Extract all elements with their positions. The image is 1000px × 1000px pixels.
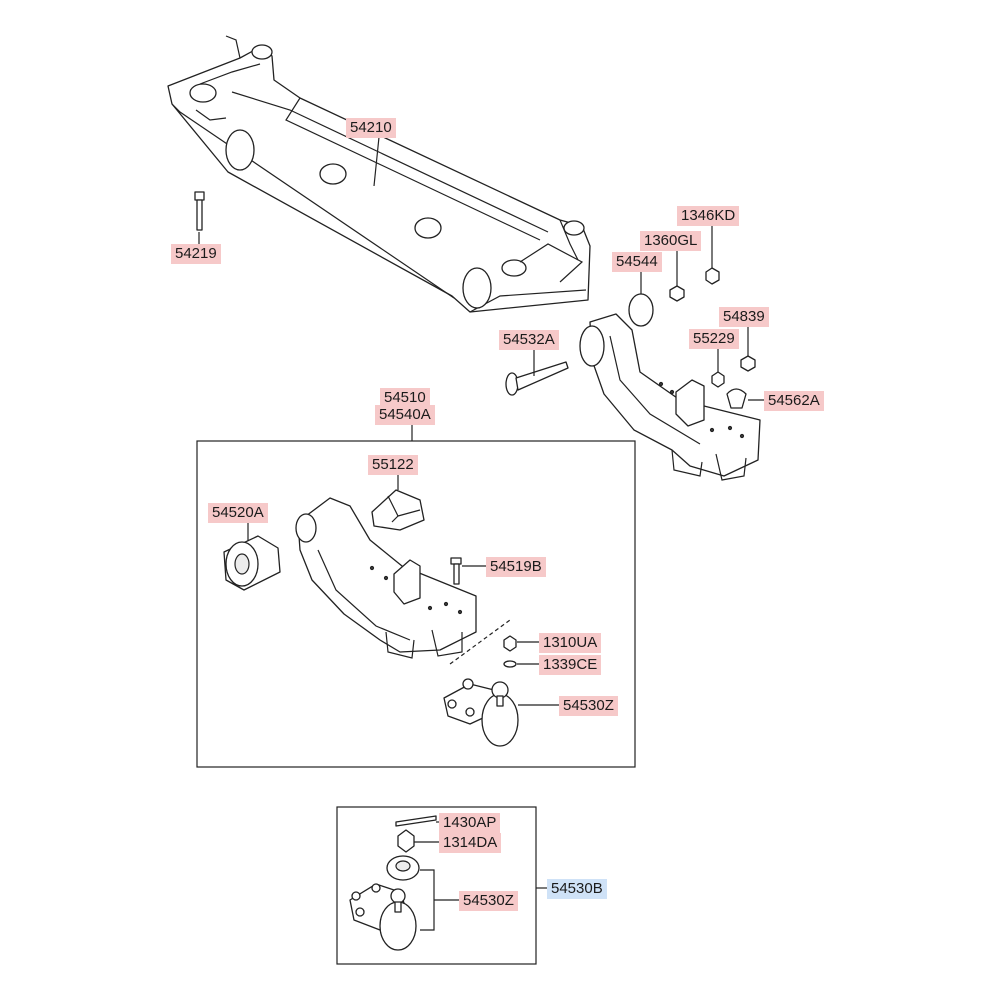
part-label-55122[interactable]: 55122 (368, 455, 418, 475)
part-label-54540A[interactable]: 54540A (375, 405, 435, 425)
part-label-54210[interactable]: 54210 (346, 118, 396, 138)
control-arm-left (295, 497, 511, 665)
part-label-1360GL[interactable]: 1360GL (640, 231, 702, 251)
control-arm-right (579, 313, 761, 481)
part-label-54519B[interactable]: 54519B (486, 557, 546, 577)
bushing-sleeve-part (223, 535, 281, 591)
part-label-54510[interactable]: 54510 (380, 388, 430, 408)
bushing-part (371, 489, 425, 531)
part-label-1310UA[interactable]: 1310UA (539, 633, 602, 653)
part-label-54219[interactable]: 54219 (171, 244, 221, 264)
part-label-54839[interactable]: 54839 (719, 307, 769, 327)
part-label-1346KD[interactable]: 1346KD (677, 206, 740, 226)
part-label-54544[interactable]: 54544 (612, 252, 662, 272)
part-label-1339CE[interactable]: 1339CE (539, 655, 602, 675)
part-label-1314DA[interactable]: 1314DA (439, 833, 502, 853)
assembly-label-54530B[interactable]: 54530B (547, 879, 607, 899)
control-arm-assembly-box (196, 440, 636, 768)
part-label-54562A[interactable]: 54562A (764, 391, 824, 411)
crossmember-part (167, 35, 591, 313)
nut-washer-parts (503, 635, 517, 668)
long-bolt-part (505, 361, 569, 396)
part-label-55229[interactable]: 55229 (689, 329, 739, 349)
part-label-1430AP[interactable]: 1430AP (439, 813, 501, 833)
part-label-54530Z-top[interactable]: 54530Z (559, 696, 618, 716)
part-label-54520A[interactable]: 54520A (208, 503, 268, 523)
ball-joint-kit-parts (349, 815, 437, 951)
small-bolt-part (450, 557, 462, 585)
bolt-part (194, 191, 205, 231)
ball-joint-part (443, 678, 519, 747)
part-label-54530Z-bottom[interactable]: 54530Z (459, 891, 518, 911)
nut-parts (628, 267, 756, 409)
leader-lines (198, 136, 765, 931)
ball-joint-kit-box (336, 806, 537, 965)
part-label-54532A[interactable]: 54532A (499, 330, 559, 350)
